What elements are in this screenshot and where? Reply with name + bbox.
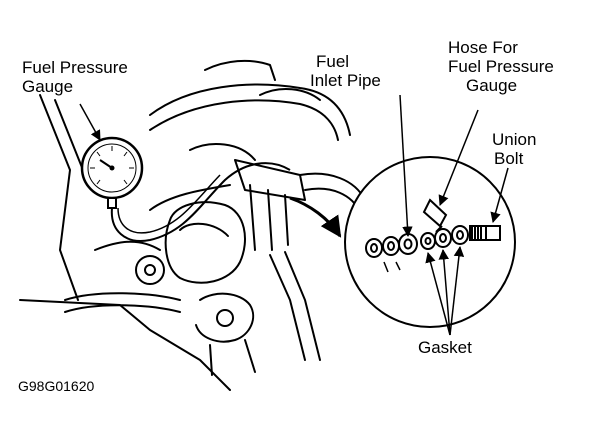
gauge-hose — [110, 162, 291, 242]
label-gasket: Gasket — [418, 338, 472, 357]
label-hose-line-1: Hose For — [448, 38, 518, 57]
label-union-bolt-line-1: Union — [492, 130, 537, 149]
label-union-bolt-line-2: Bolt — [494, 149, 524, 168]
label-hose-line-3: Gauge — [466, 76, 518, 95]
label-hose-line-2: Fuel Pressure — [448, 57, 554, 76]
label-fuel-pressure-gauge: Fuel Pressure Gauge — [22, 58, 128, 96]
label-fuel-inlet-pipe-line-2: Inlet Pipe — [310, 71, 381, 90]
leaders — [79, 94, 509, 336]
engine-block — [19, 59, 366, 391]
label-fuel-pressure-gauge-line-1: Fuel Pressure — [22, 58, 128, 77]
fuel-pressure-gauge — [80, 136, 144, 209]
figure-code: G98G01620 — [18, 378, 95, 394]
label-fuel-inlet-pipe-line-1: Fuel — [316, 52, 350, 71]
detail-arrow — [289, 196, 342, 238]
detail-inset — [344, 156, 516, 328]
label-hose-for-gauge: Hose For Fuel Pressure Gauge — [448, 38, 554, 95]
label-fuel-pressure-gauge-line-2: Gauge — [22, 77, 74, 96]
label-fuel-inlet-pipe: Fuel Inlet Pipe — [310, 52, 381, 90]
label-union-bolt: Union Bolt — [492, 130, 536, 168]
